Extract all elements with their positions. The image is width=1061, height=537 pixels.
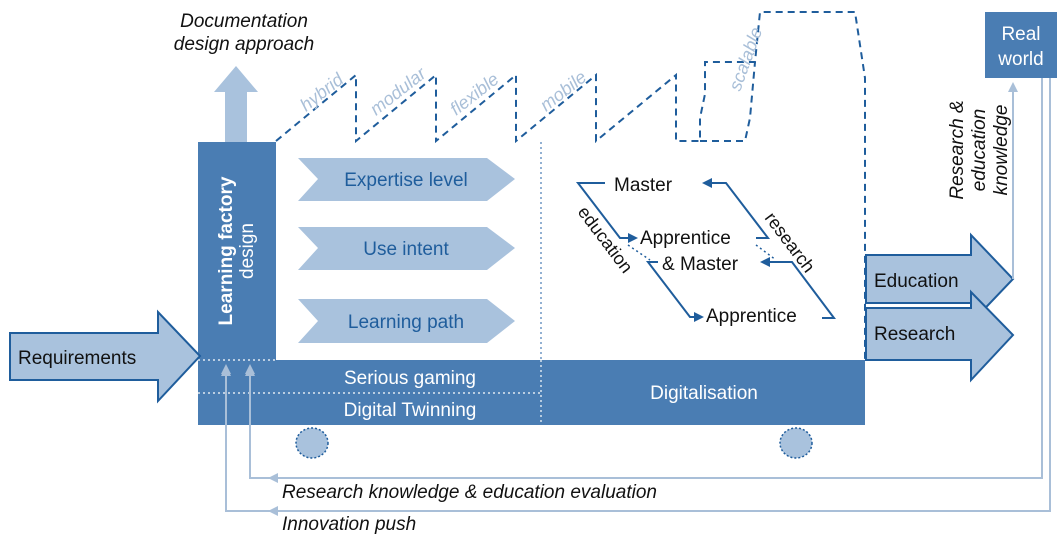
wheel-right [779,427,813,459]
chevron-use-intent [298,227,515,270]
documentation-label-line1: Documentation [180,11,308,32]
research-path-upper [702,178,771,239]
learning-factory-design-column [198,142,276,360]
education-path [575,182,638,243]
requirements-label: Requirements [18,348,136,369]
roof-label-modular: modular [366,63,430,119]
feedback-label-research-knowledge: Research knowledge & education evaluatio… [282,482,657,503]
chevron-label-expertise-level: Expertise level [344,170,468,191]
wheel-left [295,427,329,459]
documentation-arrow [214,66,258,142]
real-world-label-line1: Real [1001,24,1040,45]
factory-chimney-inner [700,61,756,142]
research-output-label: Research [874,324,955,345]
label-digital-twinning: Digital Twinning [344,400,477,421]
label-apprentice: Apprentice [706,306,797,327]
chevron-label-learning-path: Learning path [348,312,464,333]
research-diagonal-label: research [761,208,819,276]
feedback-innovation-push-loop [221,78,1051,512]
label-master: Master [614,175,673,196]
label-digitalisation: Digitalisation [650,383,758,404]
rek-label-line3: knowledge [991,105,1012,196]
chevron-expertise-level [298,158,515,201]
learning-factory-label-line1: Learning factory [216,176,237,325]
research-path [760,257,836,319]
education-path-lower [645,261,704,322]
documentation-label-line2: design approach [174,34,315,55]
feedback-label-innovation-push: Innovation push [282,514,416,535]
roof-label-hybrid: hybrid [296,69,348,116]
roof-label-scalable: scalable [725,24,766,93]
education-diagonal-label: education [574,202,637,276]
real-world-box [985,12,1057,78]
label-serious-gaming: Serious gaming [344,368,476,389]
research-output-arrow [865,289,1015,383]
label-apprentice-master-line2: & Master [662,254,739,275]
chevron-label-use-intent: Use intent [363,239,449,260]
label-apprentice-master-line1: Apprentice [640,228,731,249]
roof-label-mobile: mobile [536,67,590,115]
requirements-arrow [9,309,202,404]
real-world-label-line2: world [997,49,1043,70]
education-output-label: Education [874,271,959,292]
chevron-learning-path [298,299,515,343]
rek-label-line1: Research & [947,100,968,199]
rek-label-line2: education [969,109,990,191]
research-link-dotted [755,244,777,261]
learning-factory-label-line2: design [237,223,258,279]
